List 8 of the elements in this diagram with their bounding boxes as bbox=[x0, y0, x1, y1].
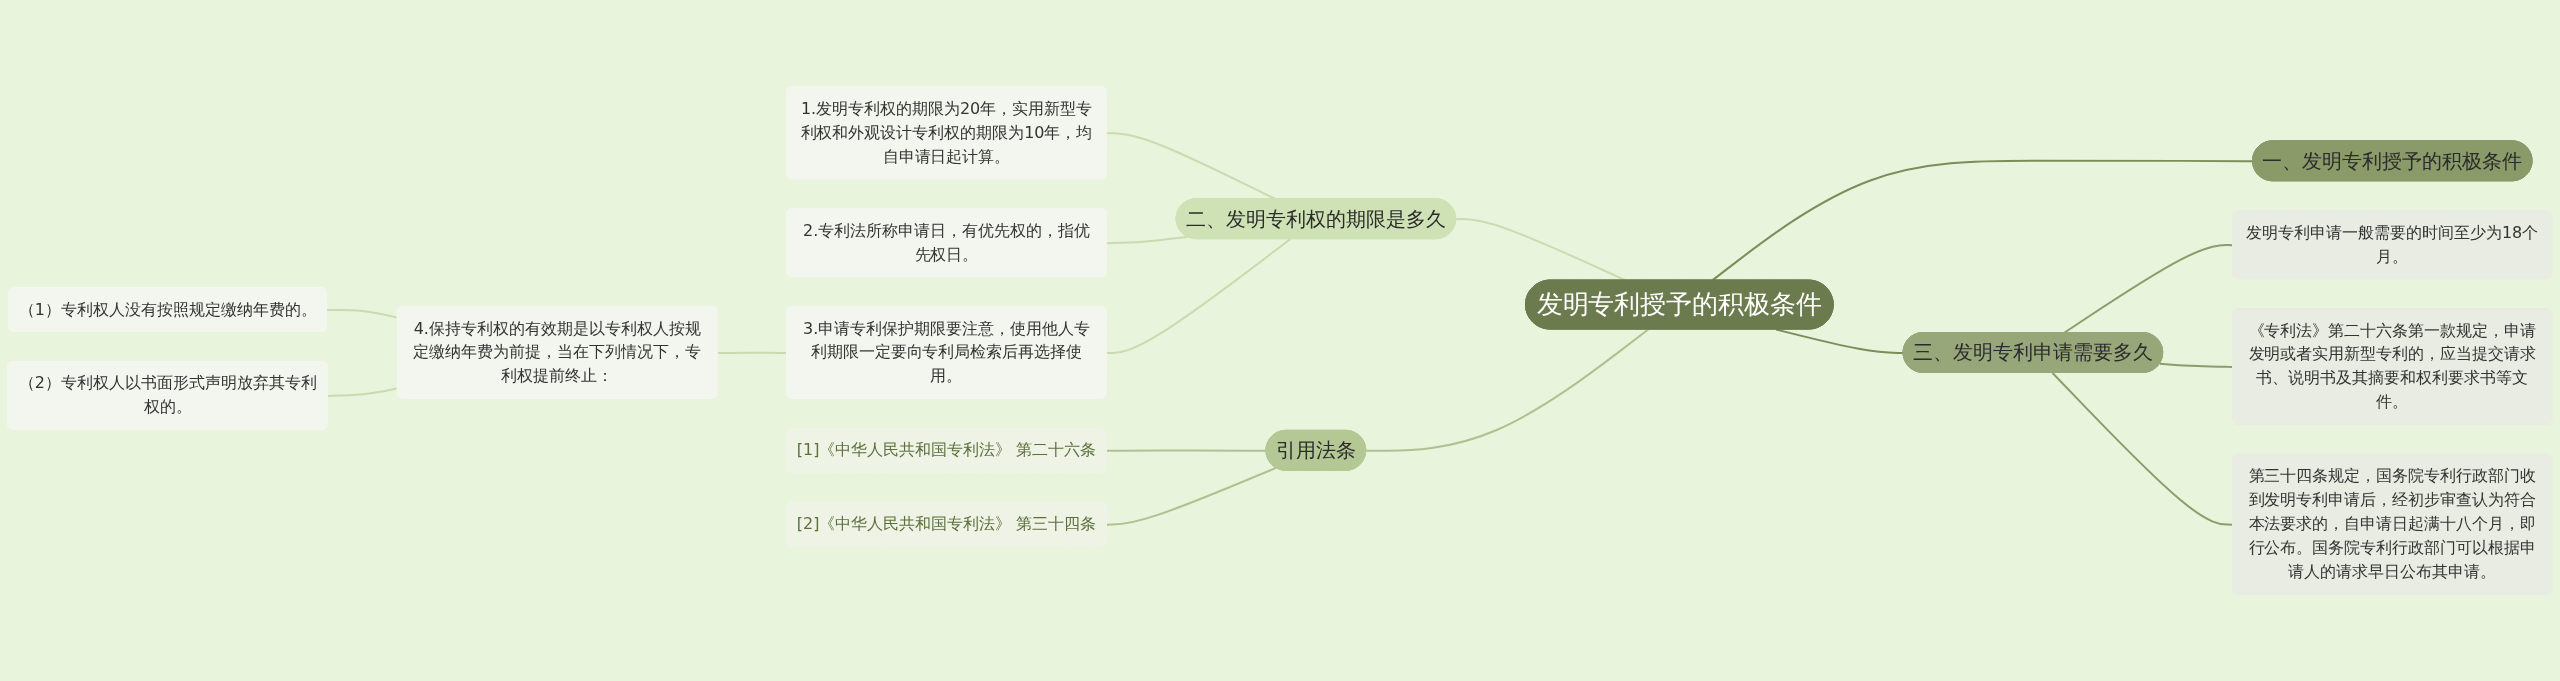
connector bbox=[1710, 159, 2254, 282]
connector bbox=[326, 387, 399, 397]
connector bbox=[1105, 238, 1292, 354]
connector bbox=[1775, 328, 1905, 354]
connector bbox=[1105, 466, 1277, 526]
connector bbox=[1365, 328, 1650, 452]
connector bbox=[1105, 235, 1189, 245]
connector bbox=[326, 308, 399, 319]
